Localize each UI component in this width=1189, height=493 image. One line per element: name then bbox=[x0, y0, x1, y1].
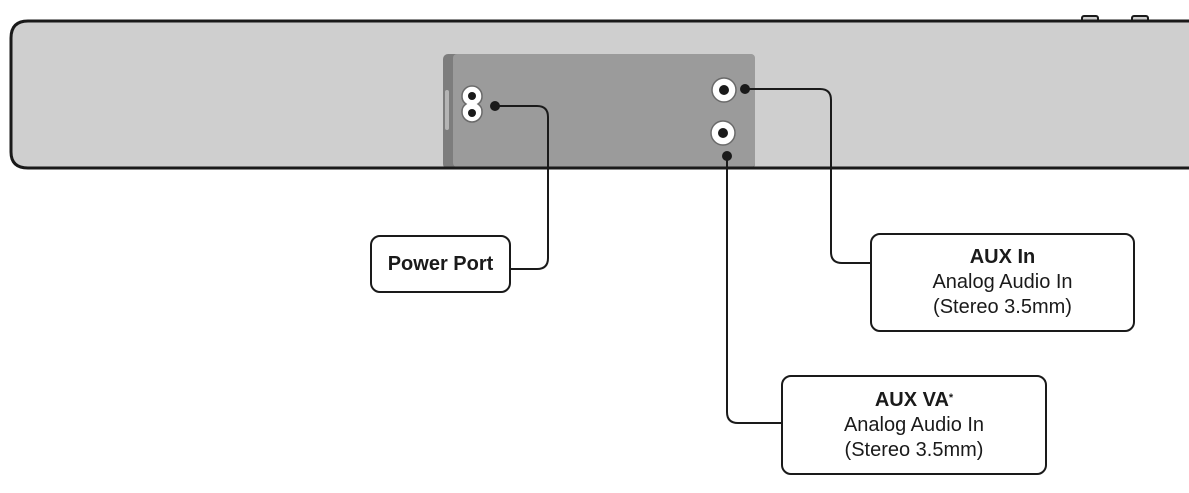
power-port-title: Power Port bbox=[387, 252, 494, 275]
aux-in-description: Analog Audio In bbox=[932, 271, 1073, 293]
aux-va-leader-line bbox=[726, 156, 781, 424]
power-port-callout: Power Port bbox=[370, 235, 511, 293]
aux-va-footnote-mark: * bbox=[948, 391, 954, 404]
aux-va-jack-icon bbox=[710, 120, 736, 146]
aux-va-description: Analog Audio In bbox=[843, 413, 985, 436]
aux-in-callout: AUX In Analog Audio In (Stereo 3.5mm) bbox=[870, 233, 1135, 332]
aux-in-leader-line bbox=[745, 88, 870, 264]
power-port-leader-line bbox=[495, 105, 549, 270]
panel-side-detail bbox=[445, 90, 449, 130]
aux-va-callout: AUX VA* Analog Audio In (Stereo 3.5mm) bbox=[781, 375, 1047, 475]
power-port-leader-dot bbox=[490, 101, 500, 111]
aux-in-title: AUX In bbox=[969, 246, 1036, 268]
rear-panel bbox=[453, 54, 755, 167]
aux-va-title: AUX VA bbox=[874, 388, 949, 411]
aux-in-connector-type: (Stereo 3.5mm) bbox=[933, 296, 1072, 318]
aux-va-connector-type: (Stereo 3.5mm) bbox=[844, 438, 984, 461]
power-port-icon bbox=[461, 85, 483, 123]
aux-va-title-row: AUX VA* bbox=[783, 388, 1045, 413]
aux-in-jack-icon bbox=[711, 77, 737, 103]
aux-in-leader-dot bbox=[740, 84, 750, 94]
aux-va-leader-dot bbox=[722, 151, 732, 161]
